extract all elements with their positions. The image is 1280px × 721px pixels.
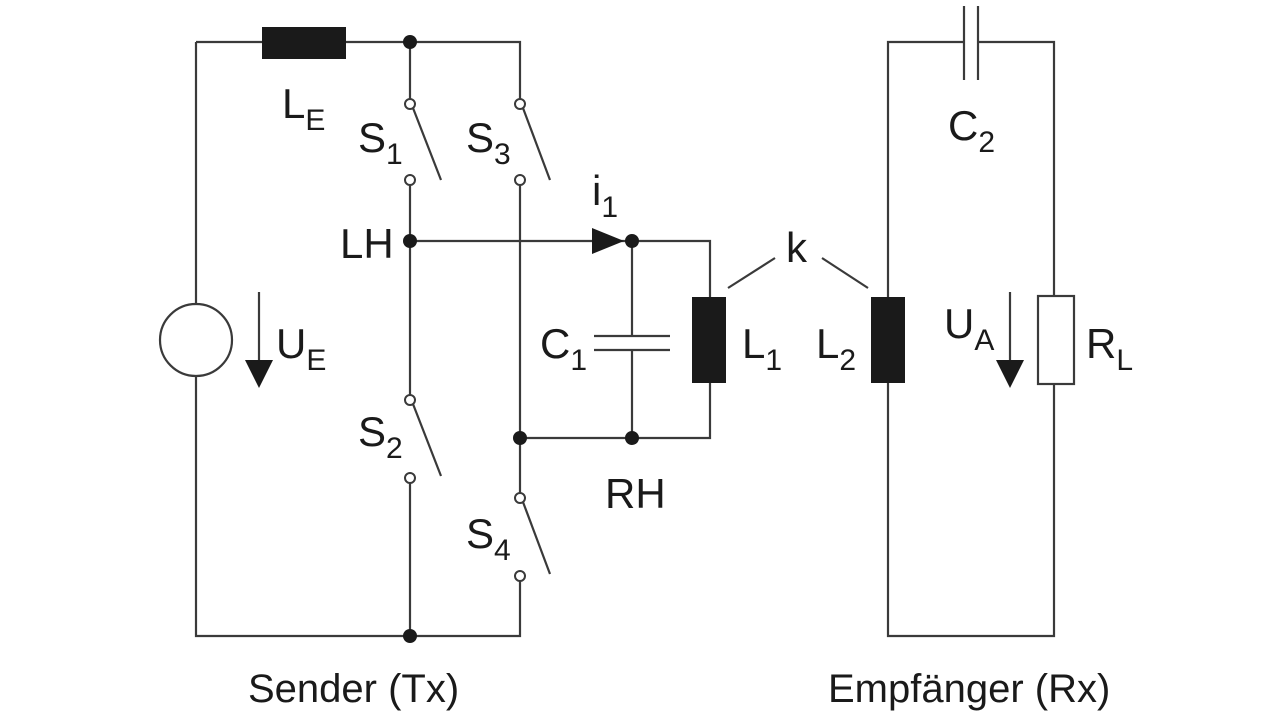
caption-sender: Sender (Tx): [248, 667, 459, 711]
junction-rh-right: [625, 431, 639, 445]
label-rh: RH: [605, 470, 666, 517]
label-rl: RL: [1086, 320, 1133, 377]
tx-top-wire: [196, 40, 522, 100]
caption-receiver: Empfänger (Rx): [828, 667, 1110, 711]
receiver-circuit: [871, 6, 1076, 638]
junction-top: [403, 35, 417, 49]
tx-left-wire: [194, 42, 410, 638]
switch-s1: [404, 98, 443, 186]
inductor-l1: [692, 297, 726, 383]
current-arrow-i1: [592, 228, 624, 254]
rh-wire: [520, 382, 712, 440]
label-s2: S2: [358, 408, 403, 465]
switch-s4: [514, 492, 552, 582]
ua-arrow-head: [996, 360, 1024, 388]
label-c1: C1: [540, 320, 587, 377]
label-i1: i1: [592, 167, 618, 224]
label-s4: S4: [466, 510, 511, 567]
label-lh: LH: [340, 220, 394, 267]
label-s3: S3: [466, 114, 511, 171]
inductor-l2: [871, 297, 905, 383]
label-s1: S1: [358, 114, 403, 171]
resistor-rl: [1036, 294, 1076, 386]
label-ue: UE: [276, 320, 326, 377]
tx-bridge-right-bottom: [410, 576, 522, 638]
label-ua: UA: [944, 300, 994, 357]
coupling-line-left: [727, 257, 776, 289]
coupling-line-right: [821, 257, 869, 289]
junction-i1: [625, 234, 639, 248]
sender-circuit: [158, 27, 726, 643]
label-le: LE: [282, 80, 325, 137]
junction-rh-left: [513, 431, 527, 445]
label-l2: L2: [816, 320, 856, 377]
junction-bottom: [403, 629, 417, 643]
label-l1: L1: [742, 320, 782, 377]
label-k: k: [786, 224, 808, 271]
junction-lh: [403, 234, 417, 248]
switch-s2: [404, 394, 443, 484]
switch-s3: [514, 98, 552, 186]
lh-wire: [410, 239, 712, 298]
rx-loop-left: [886, 40, 1056, 638]
ue-arrow-head: [245, 360, 273, 388]
inductor-le: [262, 27, 346, 59]
voltage-source: [158, 302, 234, 378]
label-c2: C2: [948, 102, 995, 159]
